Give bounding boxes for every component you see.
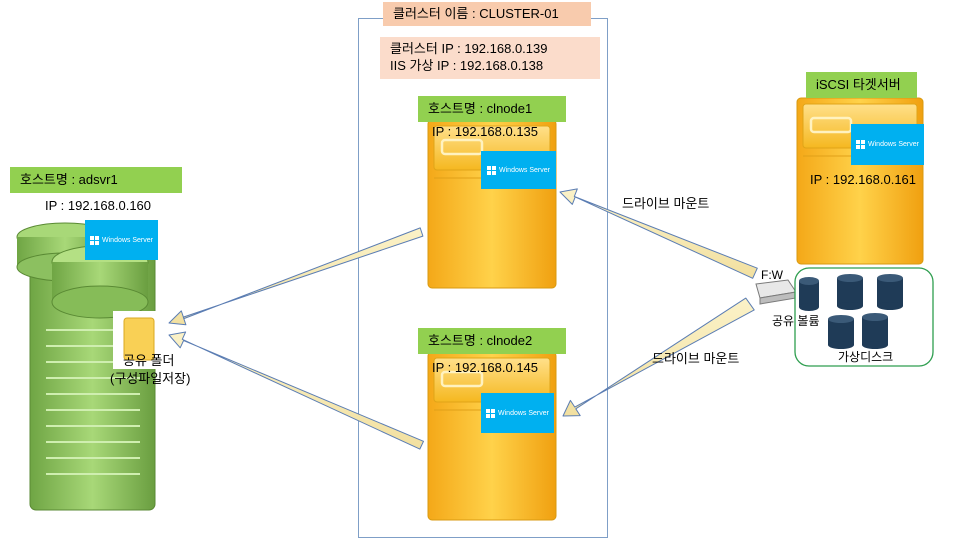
- arrow-fw-to-clnode1: [559, 188, 758, 279]
- cluster-ip-box: 클러스터 IP : 192.168.0.139 IIS 가상 IP : 192.…: [380, 37, 600, 79]
- arrow-clnode1-to-share: [168, 227, 424, 326]
- iscsi-title-label: iSCSI 타겟서버: [806, 72, 917, 98]
- clnode2-ip-label: IP : 192.168.0.145: [432, 360, 539, 375]
- clnode1-server-icon: [427, 119, 557, 289]
- fw-label: F:W: [761, 268, 783, 282]
- iscsi-ip-label: IP : 192.168.0.161: [810, 172, 917, 187]
- drive-mount-label-1: 드라이브 마운트: [622, 196, 710, 211]
- iis-virtual-ip-label: IIS 가상 IP : 192.168.0.138: [390, 58, 544, 73]
- shared-volume-label: 공유 볼륨: [772, 314, 820, 328]
- disk-icon: [862, 313, 888, 349]
- adsvr-windows-server-logo: Windows Server: [85, 220, 158, 260]
- adsvr-ip-label: IP : 192.168.0.160: [45, 198, 152, 213]
- cluster-name-label: 클러스터 이름 : CLUSTER-01: [383, 2, 591, 26]
- clnode2-windows-server-logo: Windows Server: [481, 393, 554, 433]
- shared-folder-label: 공유 폴더: [123, 353, 175, 368]
- arrow-clnode2-to-share: [168, 331, 424, 450]
- disk-icon: [837, 274, 863, 310]
- virtual-disk-icons: [799, 274, 903, 349]
- clnode2-host-label: 호스트명 : clnode2: [418, 328, 566, 354]
- drive-mount-label-2: 드라이브 마운트: [652, 351, 740, 366]
- fw-device-icon: [755, 279, 797, 305]
- clnode1-host-label: 호스트명 : clnode1: [418, 96, 566, 122]
- cluster-ip-label: 클러스터 IP : 192.168.0.139: [390, 41, 548, 56]
- shared-folder-sublabel: (구성파일저장): [110, 371, 191, 386]
- disk-icon: [877, 274, 903, 310]
- shared-folder-icon: [113, 311, 165, 369]
- adsvr-host-label: 호스트명 : adsvr1: [10, 167, 182, 193]
- disk-icon: [828, 315, 854, 349]
- adsvr-server-icon: [16, 222, 156, 511]
- disk-icon: [799, 277, 819, 311]
- clnode2-server-icon: [427, 351, 557, 521]
- clnode1-ip-label: IP : 192.168.0.135: [432, 124, 539, 139]
- windows-icon: [486, 408, 496, 418]
- clnode1-windows-server-logo: Windows Server: [481, 151, 556, 189]
- iscsi-windows-server-logo: Windows Server: [851, 124, 924, 165]
- windows-icon: [90, 235, 100, 245]
- arrow-fw-to-clnode2: [562, 297, 755, 417]
- windows-icon: [856, 140, 866, 149]
- windows-icon: [487, 165, 497, 175]
- virtual-disk-label: 가상디스크: [838, 350, 894, 364]
